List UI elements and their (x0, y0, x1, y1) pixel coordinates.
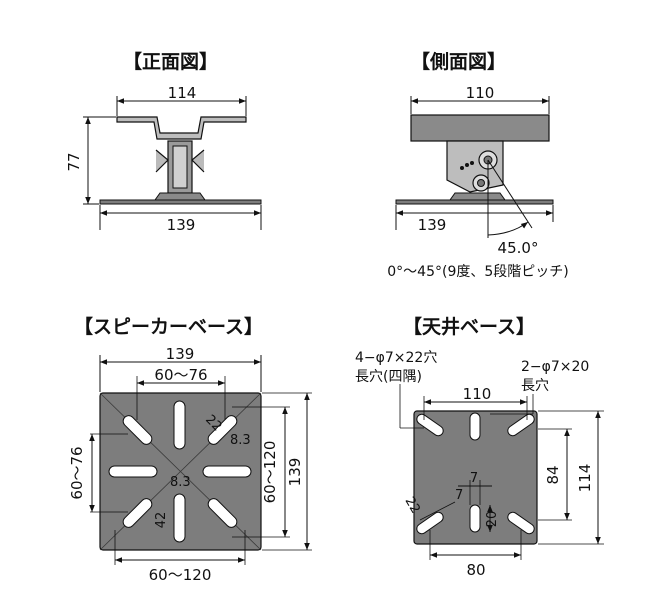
ceiling-slot-tr (507, 413, 535, 437)
ceiling-center-length: 20 (485, 511, 500, 528)
front-height: 77 (65, 152, 83, 171)
side-tilt-note: 0°～45°(9度、5段階ピッチ) (387, 264, 568, 280)
speaker-center-width: 8.3 (170, 475, 191, 490)
ceiling-slot-bl (416, 511, 444, 535)
speaker-left-range: 60～76 (68, 446, 86, 499)
speaker-base-title: 【スピーカーベース】 (74, 316, 264, 338)
ceiling-hole-note-3: 2−φ7×20 (521, 359, 589, 375)
side-angle: 45.0° (498, 239, 539, 257)
speaker-inner-top: 60～76 (154, 366, 207, 384)
front-left-knob (155, 149, 169, 173)
speaker-base-drawing: 139 60～76 22 8.3 8.3 42 60～76 60～120 139… (68, 345, 312, 584)
front-base-width: 139 (167, 216, 196, 234)
speaker-slot-left (108, 465, 158, 478)
ceiling-slot-width: 7 (455, 488, 463, 503)
speaker-right-range: 60～120 (261, 441, 279, 504)
ceiling-slot-top (469, 412, 481, 441)
ceiling-hole-note-4: 長穴 (521, 378, 549, 394)
speaker-slot-bl (122, 498, 153, 528)
speaker-inner-bottom: 60～120 (149, 566, 212, 584)
ceiling-slot-tl (416, 413, 444, 437)
speaker-slot-tl (122, 415, 153, 445)
front-view-title: 【正面図】 (123, 51, 219, 73)
front-top-width: 114 (168, 84, 197, 102)
speaker-slot-bottom (173, 493, 186, 543)
speaker-center-length: 42 (154, 512, 169, 529)
ceiling-height-outer: 114 (576, 464, 594, 493)
speaker-slot-width: 8.3 (230, 433, 251, 448)
front-view-drawing: 114 77 139 (65, 84, 262, 234)
ceiling-center-width: 7 (470, 471, 478, 486)
speaker-width: 139 (166, 345, 195, 363)
ceiling-slot-length: 22 (402, 495, 423, 517)
ceiling-plate (413, 410, 538, 545)
ceiling-hole-note-2: 長穴(四隅) (355, 369, 422, 385)
ceiling-bottom-width: 80 (466, 561, 485, 579)
ceiling-top-width: 110 (463, 385, 492, 403)
front-top-bracket (116, 116, 247, 140)
ceiling-slot-br (507, 511, 535, 535)
ceiling-height-inner: 84 (544, 465, 562, 484)
speaker-slot-tr (207, 415, 238, 445)
ceiling-base-drawing: 4−φ7×22穴 長穴(四隅) 2−φ7×20 長穴 110 7 20 22 7… (355, 350, 604, 579)
speaker-slot-br (207, 498, 238, 528)
ceiling-slot-bottom (469, 504, 481, 533)
front-right-knob (191, 149, 205, 173)
side-top-width: 110 (466, 84, 495, 102)
side-base-width: 139 (418, 216, 447, 234)
side-base-plate (395, 199, 554, 205)
side-view-drawing: 110 139 45.0° 0°～45°(9度、5段階ピッチ) (387, 84, 568, 280)
speaker-height: 139 (286, 458, 304, 487)
ceiling-hole-note-1: 4−φ7×22穴 (355, 350, 437, 366)
speaker-slot-top (173, 400, 186, 450)
side-top-plate (410, 114, 550, 142)
ceiling-base-title: 【天井ベース】 (403, 316, 536, 338)
speaker-slot-right (202, 465, 252, 478)
side-view-title: 【側面図】 (411, 51, 507, 73)
front-base-plate (99, 199, 262, 205)
